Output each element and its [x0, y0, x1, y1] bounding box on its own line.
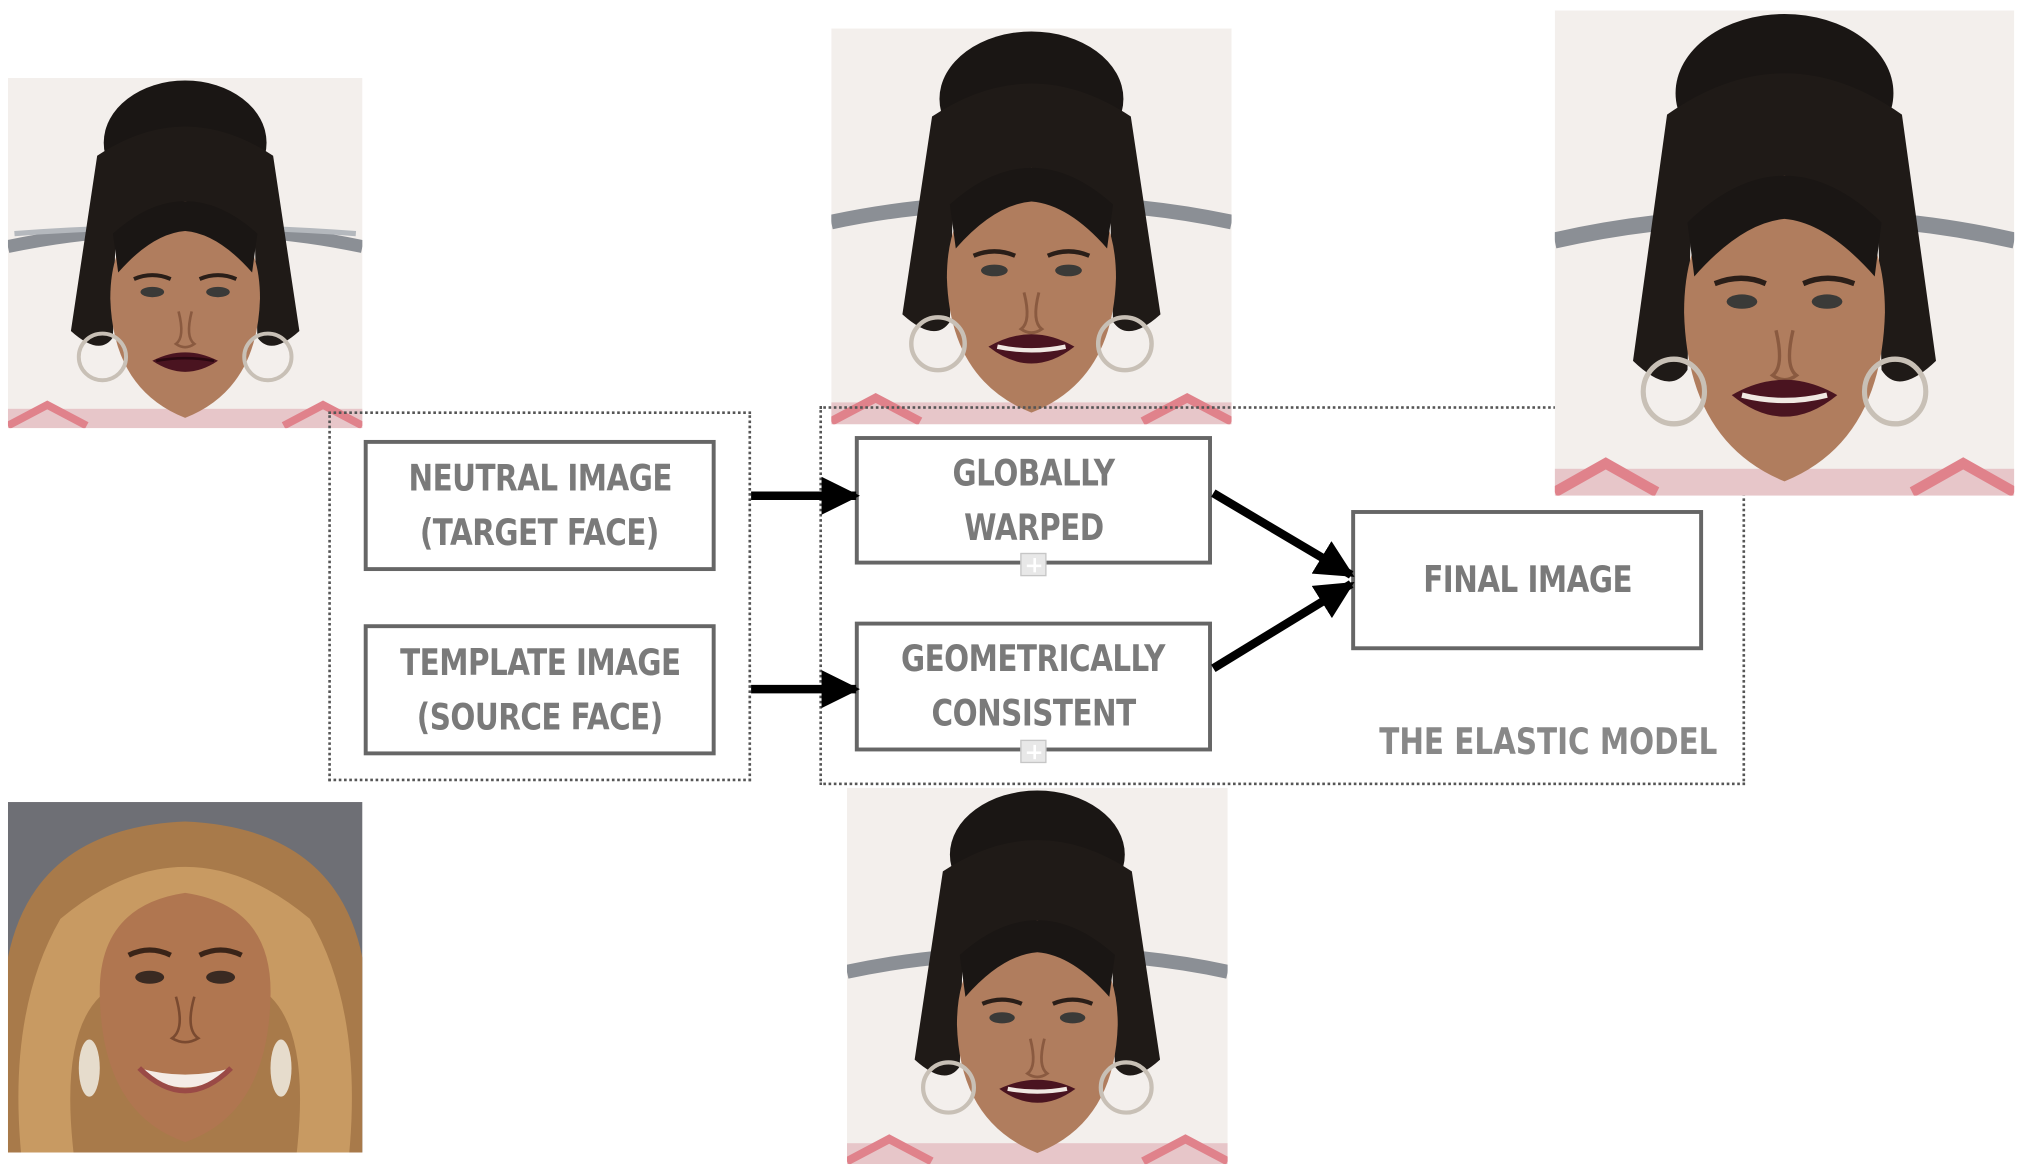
source-face-label: (SOURCE FACE)	[416, 694, 663, 738]
globally-label: GLOBALLY	[952, 450, 1115, 494]
geometrically-label: GEOMETRICALLY	[901, 637, 1166, 681]
geometrically-consistent-photo	[846, 787, 1228, 1165]
warped-label: WARPED	[963, 505, 1104, 549]
final-image-photo	[1554, 10, 2015, 496]
final-image-box: FINAL IMAGE	[1351, 510, 1704, 651]
elastic-model-label: THE ELASTIC MODEL	[1379, 720, 1718, 764]
final-image-label: FINAL IMAGE	[1422, 558, 1632, 601]
geometrically-consistent-box: GEOMETRICALLY CONSISTENT	[854, 621, 1212, 752]
globally-warped-box: GLOBALLY WARPED	[854, 436, 1212, 565]
template-image-box: TEMPLATE IMAGE (SOURCE FACE)	[363, 624, 716, 756]
consistent-label: CONSISTENT	[931, 691, 1136, 735]
globally-warped-face-illustration	[831, 28, 1232, 425]
inputs-group	[328, 411, 752, 782]
geometrically-consistent-face-illustration	[846, 787, 1228, 1165]
target-face-photo	[7, 77, 363, 429]
target-face-illustration	[7, 77, 363, 429]
final-face-illustration	[1554, 10, 2015, 496]
resize-handle-icon[interactable]	[1020, 552, 1047, 577]
source-face-photo	[7, 802, 363, 1153]
elastic-model-group	[819, 406, 1746, 786]
resize-handle-icon[interactable]	[1020, 739, 1047, 764]
globally-warped-photo	[831, 28, 1232, 425]
neutral-image-label: NEUTRAL IMAGE	[407, 456, 672, 500]
template-image-label: TEMPLATE IMAGE	[399, 640, 680, 684]
target-face-label: (TARGET FACE)	[420, 510, 660, 554]
source-face-illustration	[7, 802, 363, 1153]
neutral-image-box: NEUTRAL IMAGE (TARGET FACE)	[363, 439, 716, 572]
